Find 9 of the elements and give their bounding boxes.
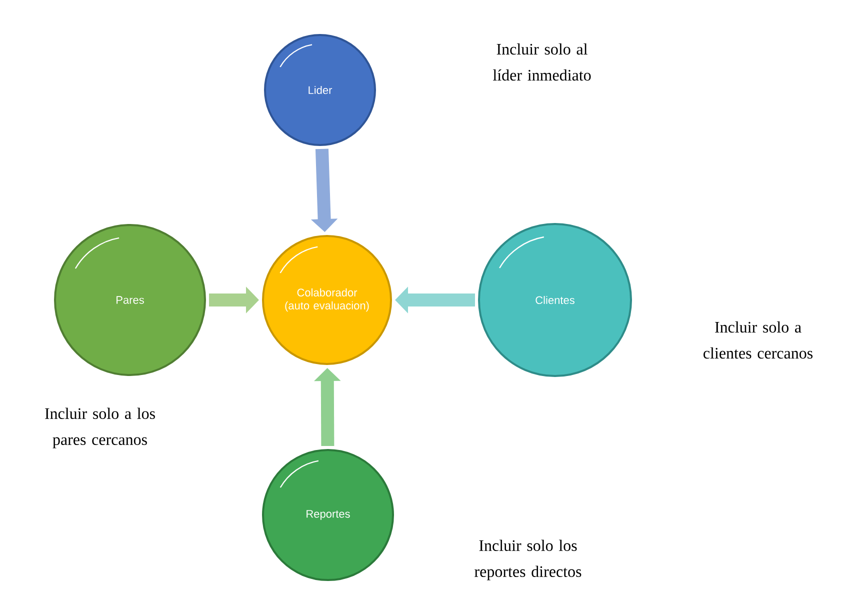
circle-node: Reportes (262, 449, 394, 581)
side-note: Incluir solo a los pares cercanos (45, 408, 155, 448)
circle-node: Clientes (478, 223, 632, 377)
circle-node: Pares (54, 224, 206, 376)
circle-node: Colaborador (auto evaluacion) (262, 235, 392, 365)
side-note: Incluir solo a clientes cercanos (704, 321, 813, 359)
side-note: Incluir solo al líder inmediato (493, 43, 591, 81)
side-note: Incluir solo los reportes directos (474, 540, 582, 580)
circle-node: Lider (264, 34, 376, 146)
